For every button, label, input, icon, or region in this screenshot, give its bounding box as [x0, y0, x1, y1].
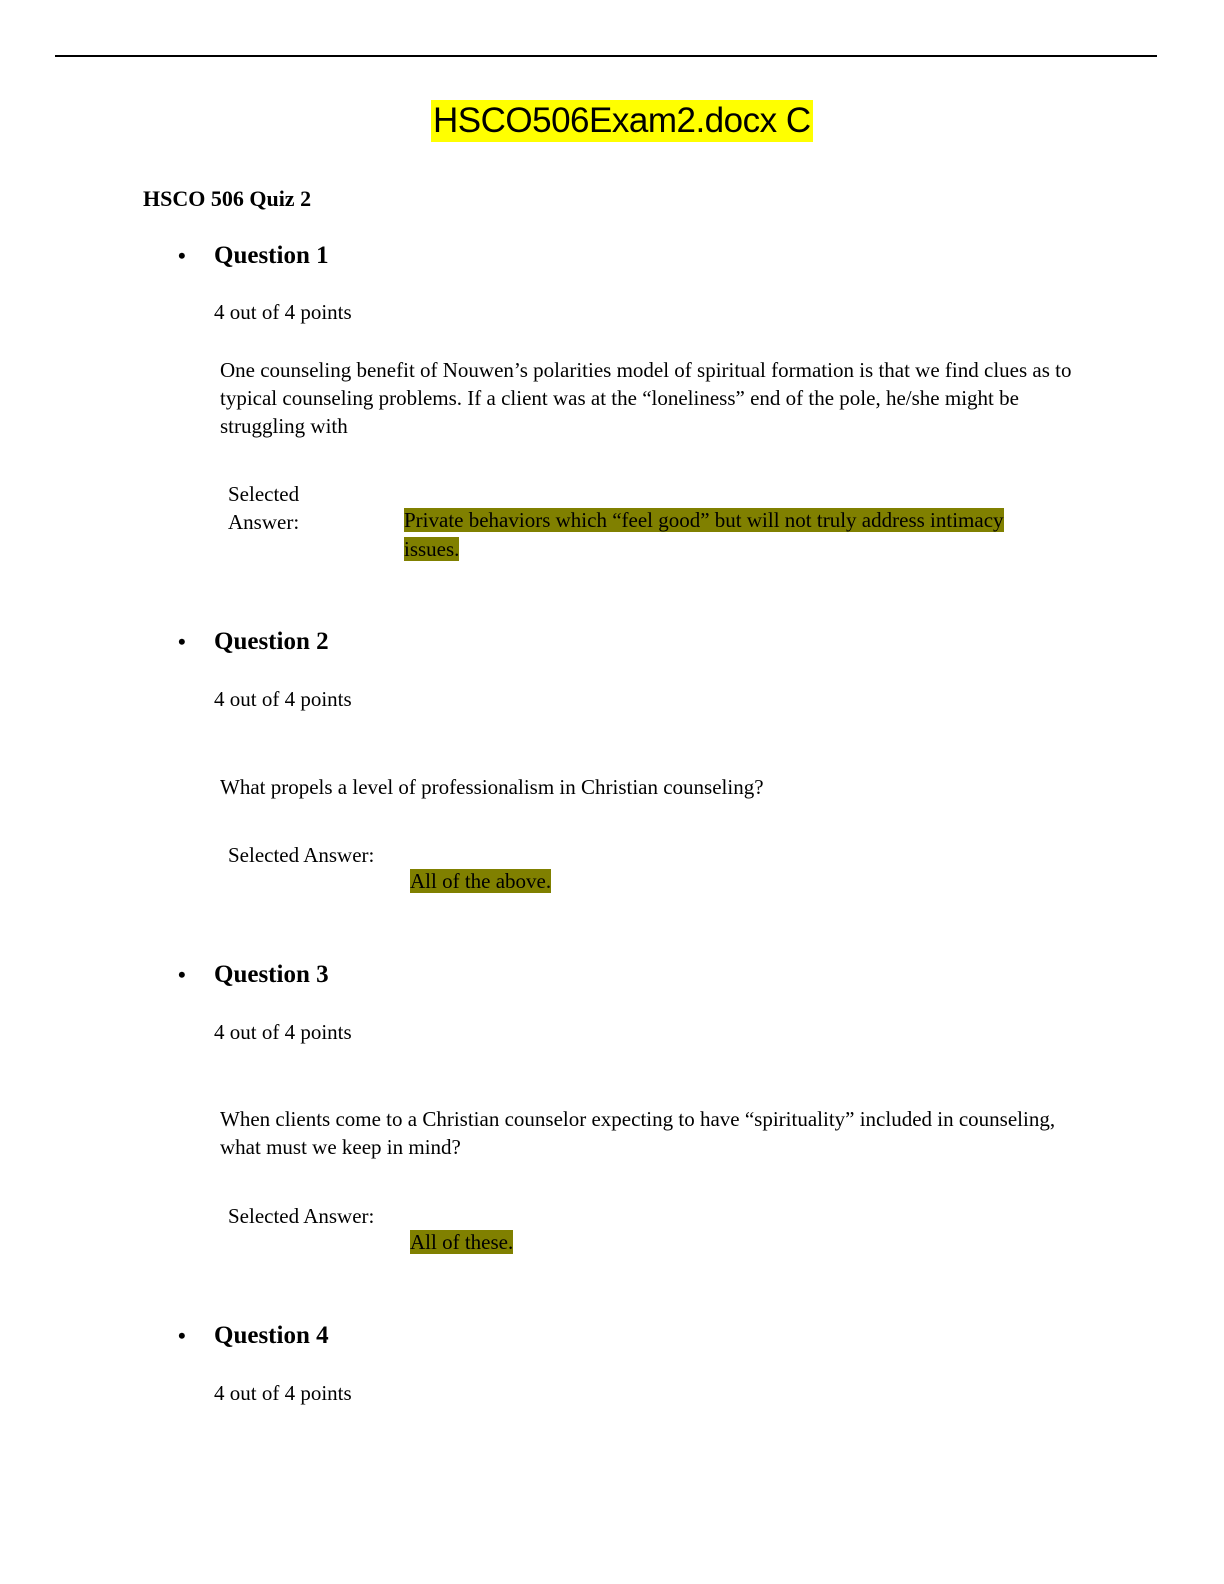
question-4-points: 4 out of 4 points	[214, 1381, 352, 1405]
question-3-answer-label: Selected Answer:	[228, 1204, 375, 1228]
question-1-text: One counseling benefit of Nouwen’s polar…	[220, 358, 1072, 438]
question-1-answer-label: Selected Answer:	[228, 482, 300, 534]
question-label: Question 1	[214, 242, 329, 269]
question-3-heading: • Question 3	[178, 961, 329, 989]
question-1-answer: Private behaviors which “feel good” but …	[404, 506, 1004, 564]
question-2-answer: All of the above.	[410, 867, 552, 896]
question-2-text: What propels a level of professionalism …	[220, 775, 764, 799]
document-title: HSCO506Exam2.docx C	[431, 100, 813, 142]
question-4-heading: • Question 4	[178, 1322, 329, 1350]
question-2-points: 4 out of 4 points	[214, 687, 352, 711]
question-2-heading: • Question 2	[178, 628, 329, 656]
question-label: Question 4	[214, 1322, 329, 1349]
answer-text: All of the above.	[410, 869, 552, 893]
bullet-icon: •	[178, 629, 186, 654]
question-2-answer-label: Selected Answer:	[228, 843, 375, 867]
question-1-points: 4 out of 4 points	[214, 300, 352, 324]
header-rule	[55, 55, 1157, 57]
quiz-title: HSCO 506 Quiz 2	[143, 186, 312, 211]
question-3-points: 4 out of 4 points	[214, 1020, 352, 1044]
question-label: Question 3	[214, 961, 329, 988]
question-3-answer: All of these.	[410, 1228, 514, 1257]
bullet-icon: •	[178, 1323, 186, 1348]
answer-line: issues.	[404, 537, 460, 561]
question-label: Question 2	[214, 628, 329, 655]
answer-line: Private behaviors which “feel good” but …	[404, 508, 1004, 532]
question-3-text: When clients come to a Christian counsel…	[220, 1107, 1056, 1159]
question-1-heading: • Question 1	[178, 242, 329, 270]
answer-text: All of these.	[410, 1230, 514, 1254]
bullet-icon: •	[178, 962, 186, 987]
bullet-icon: •	[178, 243, 186, 268]
